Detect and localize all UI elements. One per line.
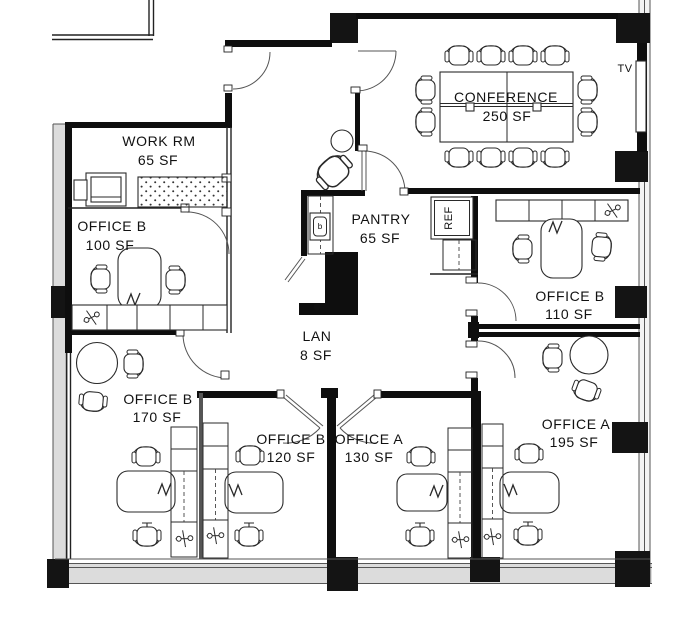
label-office-a195-area: 195 SF <box>550 434 599 450</box>
label-conference-name: CONFERENCE <box>454 89 558 105</box>
side-table <box>330 129 354 153</box>
phone-icon <box>205 525 226 546</box>
office-b120-furniture <box>202 422 284 559</box>
structural-columns <box>47 13 650 591</box>
guest-chair <box>165 265 186 295</box>
pantry-fixtures <box>307 195 477 271</box>
room-labels: WORK RM 65 SF OFFICE B 100 SF CONFERENCE… <box>77 63 632 465</box>
label-work-rm-name: WORK RM <box>122 133 195 149</box>
task-chair <box>235 523 263 546</box>
office-b170-furniture <box>75 341 198 558</box>
label-office-b110-area: 110 SF <box>545 306 593 322</box>
phone-icon <box>174 528 195 549</box>
column <box>47 559 69 588</box>
desk <box>116 470 176 513</box>
label-office-b120-area: 120 SF <box>267 449 316 465</box>
round-table <box>569 335 609 375</box>
tv-panel <box>635 60 647 133</box>
office-a130-door <box>336 394 378 444</box>
office-a130-furniture <box>396 427 473 559</box>
credenza <box>71 304 228 331</box>
column <box>327 557 358 591</box>
task-chair <box>514 522 542 545</box>
label-office-b120-name: OFFICE B <box>256 431 325 447</box>
work-counter <box>137 176 228 208</box>
desk <box>499 471 560 514</box>
office-b110-door-swing <box>477 282 517 322</box>
column <box>615 151 648 182</box>
refrigerator <box>430 196 474 240</box>
task-chair <box>406 523 434 546</box>
label-work-rm-area: 65 SF <box>138 152 178 168</box>
label-conference-area: 250 SF <box>483 108 532 124</box>
desk <box>540 218 583 279</box>
pantry-cabinet <box>442 239 477 271</box>
corridor-wall-lines <box>52 0 155 41</box>
label-office-b100-name: OFFICE B <box>77 218 146 234</box>
vestibule-furniture <box>309 129 357 195</box>
label-office-b170-name: OFFICE B <box>123 391 192 407</box>
column <box>470 557 500 582</box>
label-office-b170-area: 170 SF <box>133 409 182 425</box>
vestibule-door-swing <box>355 50 397 92</box>
guest-chair <box>590 231 613 263</box>
desk <box>396 473 448 512</box>
label-tv: TV <box>617 63 632 75</box>
desk <box>117 247 162 310</box>
entry-door-swing <box>232 51 271 90</box>
label-lan-area: 8 SF <box>300 347 332 363</box>
phone-icon <box>450 529 471 550</box>
label-sink: b <box>318 222 323 231</box>
guest-chair <box>512 234 533 264</box>
round-table <box>75 341 119 385</box>
label-office-a130-name: OFFICE A <box>335 431 404 447</box>
conference-furniture <box>415 45 647 168</box>
lounge-chair <box>309 148 357 195</box>
desk <box>224 471 284 514</box>
cabinet <box>447 427 473 559</box>
label-office-b110-name: OFFICE B <box>535 288 604 304</box>
phone-icon <box>482 526 503 547</box>
label-office-b100-area: 100 SF <box>86 237 135 253</box>
column <box>615 551 650 587</box>
window-band-left <box>53 124 67 586</box>
column <box>615 286 647 318</box>
cabinet <box>170 426 198 558</box>
office-a195-furniture <box>481 335 609 559</box>
task-chair <box>133 523 161 546</box>
column <box>612 422 648 453</box>
work-rm-furniture <box>73 172 228 208</box>
column <box>330 13 358 43</box>
office-b170-door-swing <box>182 333 228 379</box>
label-pantry-name: PANTRY <box>351 211 410 227</box>
label-refrigerator: REF <box>443 206 455 230</box>
office-b120-door <box>282 394 324 444</box>
label-office-a195-name: OFFICE A <box>542 416 611 432</box>
guest-chair <box>90 264 111 294</box>
label-lan-name: LAN <box>302 328 331 344</box>
lan-door <box>284 256 321 311</box>
conference-chair <box>444 45 474 66</box>
office-b100-furniture <box>71 247 228 331</box>
office-a195-door-swing <box>477 340 516 379</box>
label-pantry-area: 65 SF <box>360 230 400 246</box>
cabinet <box>202 422 229 559</box>
sink <box>309 212 331 241</box>
office-b100-door-swing <box>186 211 230 255</box>
cabinet <box>481 423 504 559</box>
label-office-a130-area: 130 SF <box>345 449 394 465</box>
column <box>51 286 67 318</box>
conference-door-swing <box>363 150 406 193</box>
column <box>616 13 650 43</box>
office-b110-furniture <box>495 199 629 279</box>
